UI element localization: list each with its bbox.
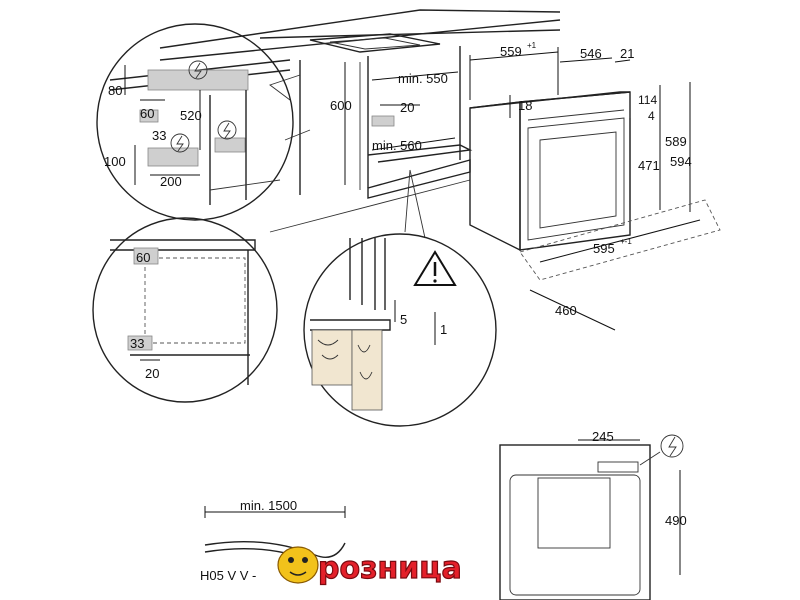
warning-triangle-icon (413, 250, 457, 286)
dim-600: 600 (330, 98, 352, 113)
dim-589: 589 (665, 134, 687, 149)
dim-20-top: 20 (400, 100, 414, 115)
detail-circle-warning: 5 1 (303, 233, 497, 427)
power-plug-icon (660, 434, 684, 458)
power-cable: min. 1500 H05 V V - (200, 498, 346, 583)
dim-80: 80 (108, 83, 122, 98)
power-plug-icon (188, 60, 208, 80)
oven-body: 559 +1 546 21 18 114 4 589 594 471 595 +… (469, 41, 721, 331)
power-plug-icon (170, 133, 190, 153)
dim-20-side: 20 (145, 366, 159, 381)
power-plug-icon (217, 120, 237, 140)
dim-4: 4 (648, 109, 655, 123)
dim-200: 200 (160, 174, 182, 189)
cable-min-length: min. 1500 (240, 498, 297, 513)
dim-546: 546 (580, 46, 602, 61)
cable-type-label: H05 V V - (200, 568, 256, 583)
dim-min-550: min. 550 (398, 71, 448, 86)
dim-595-tol: +-1 (620, 237, 632, 246)
dim-33-side: 33 (130, 336, 144, 351)
store-logo-watermark: розница (277, 546, 462, 587)
dim-60-top: 60 (140, 106, 154, 121)
dim-245: 245 (592, 429, 614, 444)
detail-circle-left-middle: 60 33 20 (92, 217, 278, 403)
dim-60-side: 60 (136, 250, 150, 265)
dim-490: 490 (665, 513, 687, 528)
dim-460: 460 (555, 303, 577, 318)
dim-114: 114 (638, 93, 657, 107)
dim-520: 520 (180, 108, 202, 123)
oven-front-view: 245 490 (499, 429, 687, 600)
dim-559-tol: +1 (527, 41, 537, 50)
cabinet-perspective: 600 min. 550 20 min. 560 (159, 9, 561, 239)
dim-595: 595 (593, 241, 615, 256)
dim-21: 21 (620, 46, 634, 61)
dim-18: 18 (518, 98, 532, 113)
dim-100: 100 (104, 154, 126, 169)
dim-min-560: min. 560 (372, 138, 422, 153)
dim-33-top: 33 (152, 128, 166, 143)
dim-5: 5 (400, 312, 407, 327)
dim-471: 471 (638, 158, 660, 173)
dim-594: 594 (670, 154, 692, 169)
detail-circle-top-left: 80 60 520 33 100 200 (96, 23, 294, 221)
dim-559: 559 (500, 44, 522, 59)
logo-text: розница (318, 551, 462, 586)
dim-1: 1 (440, 322, 447, 337)
